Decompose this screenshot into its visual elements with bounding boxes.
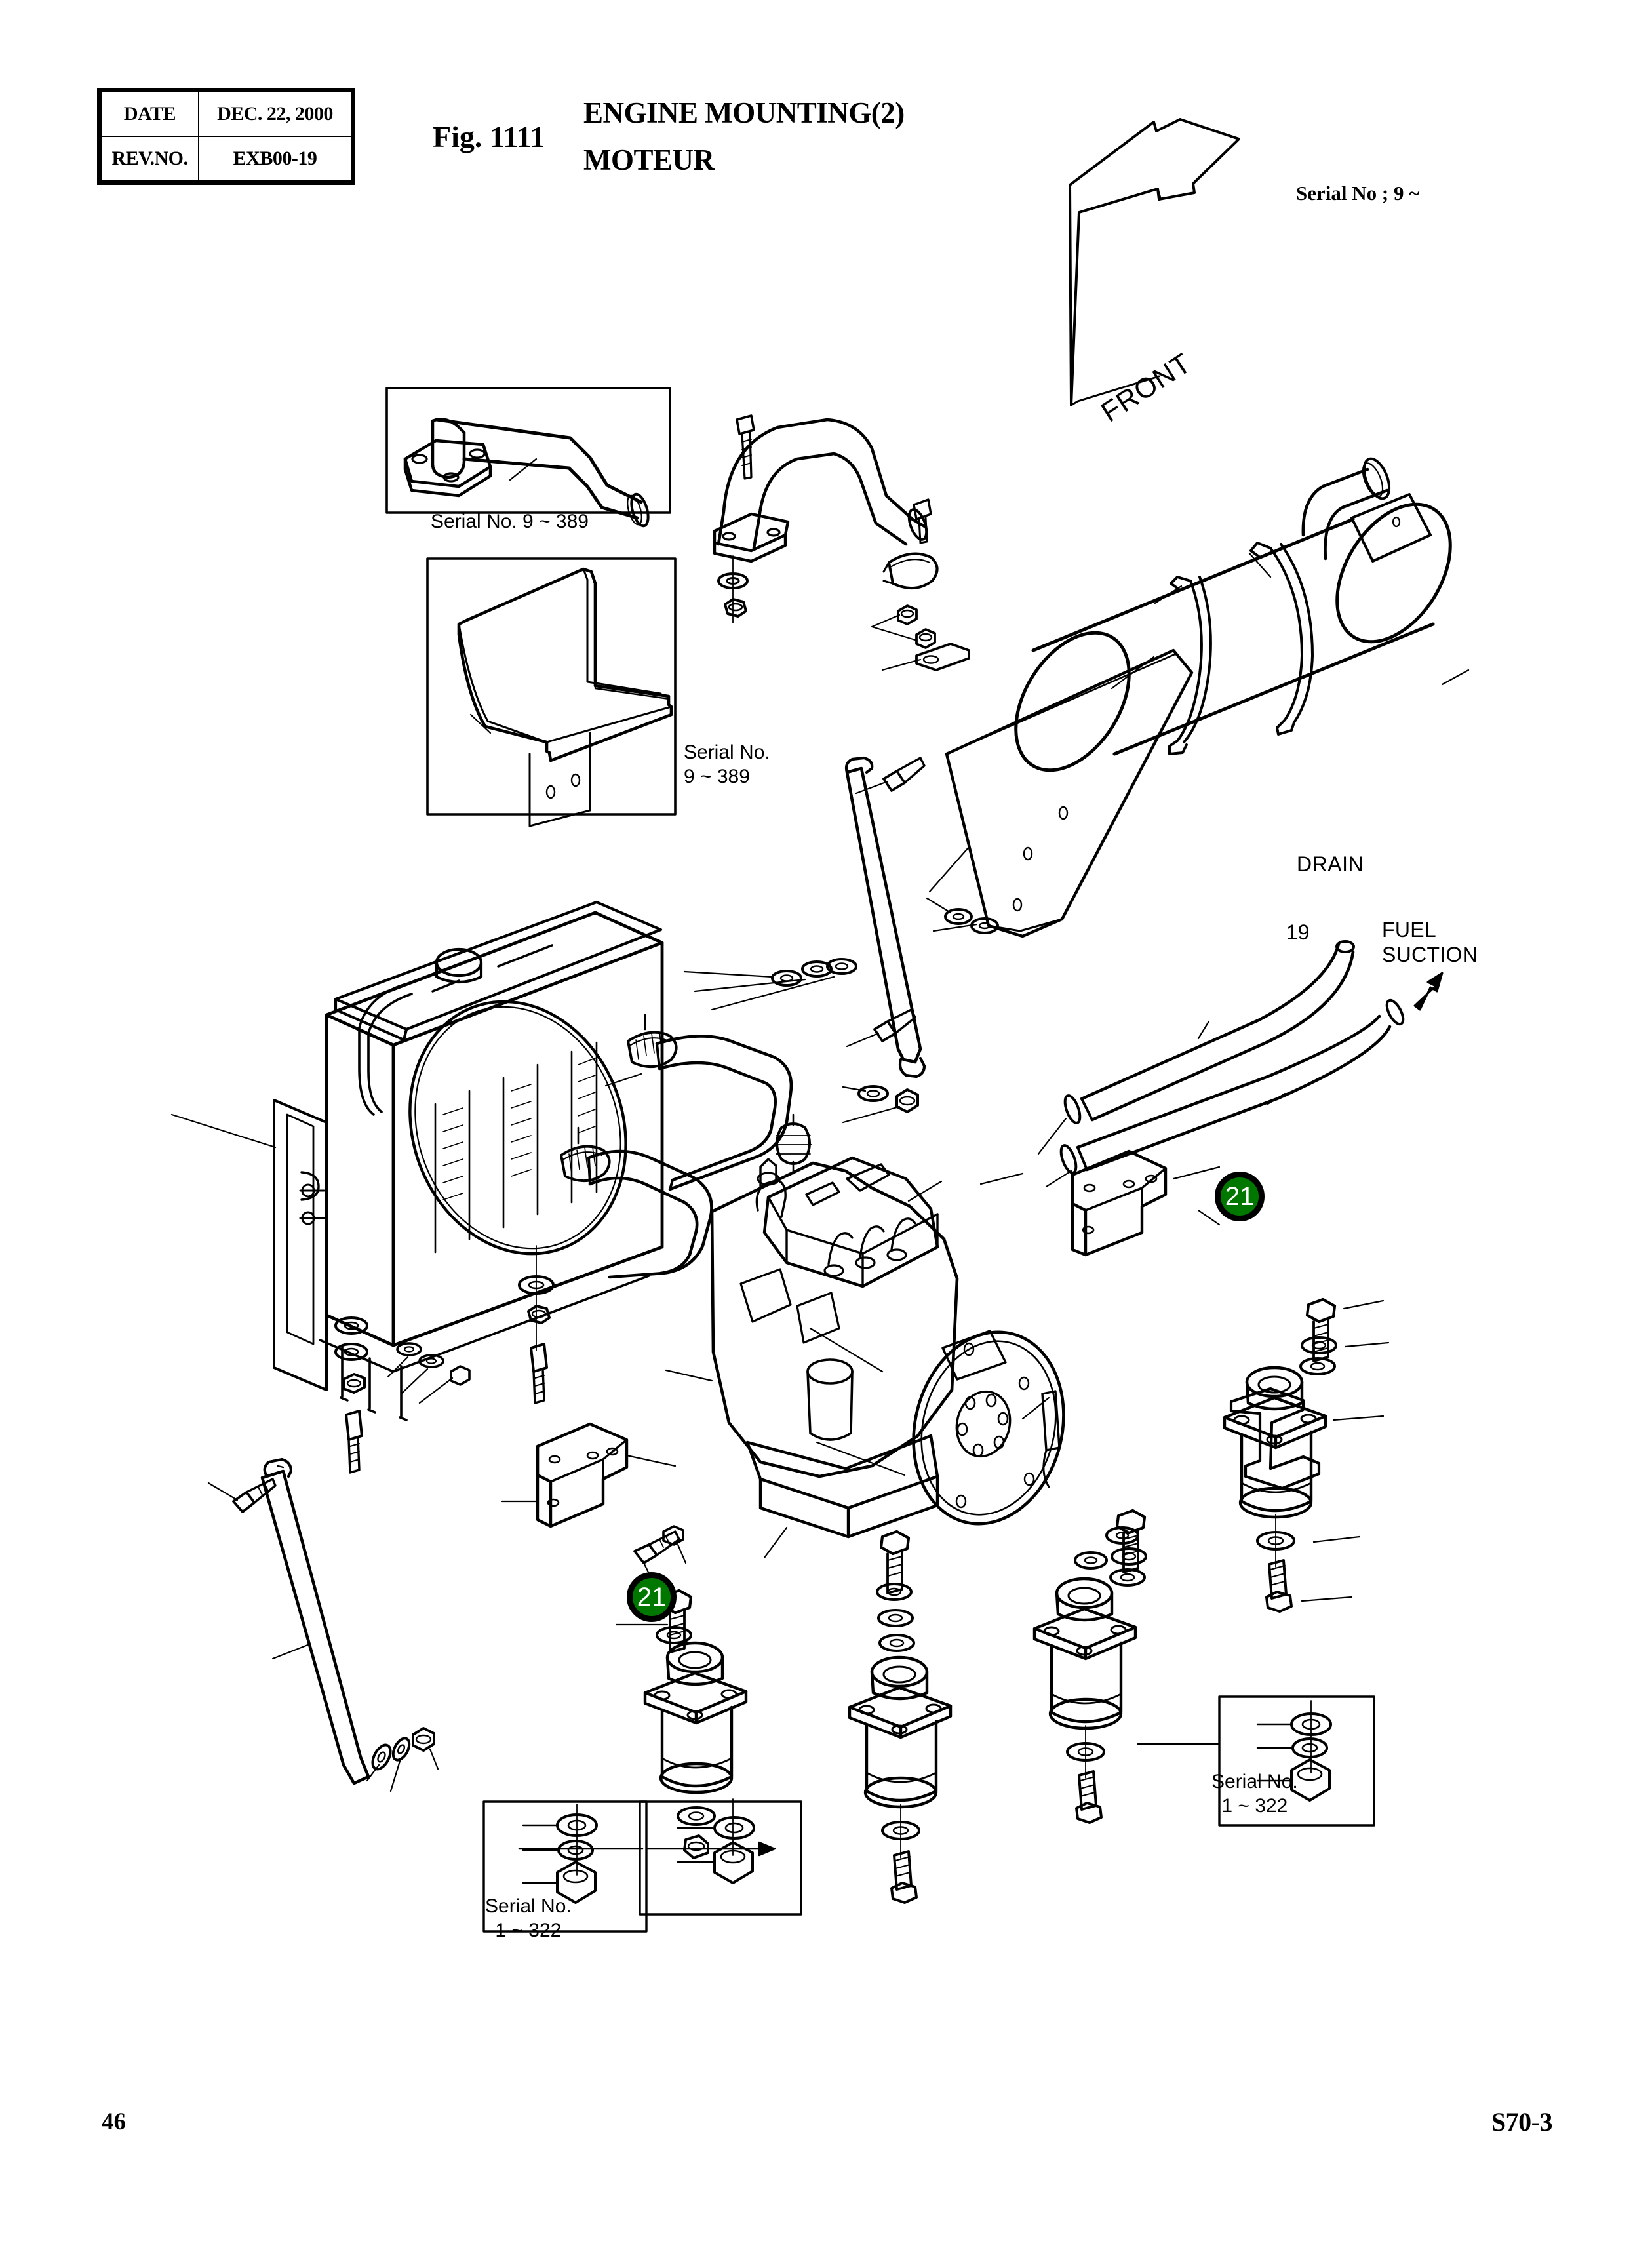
- muffler-assembly: [1014, 457, 1470, 772]
- left-support-rod: [207, 1457, 439, 1792]
- table-row: DATE DEC. 22, 2000: [100, 91, 353, 137]
- inset-caption-heat-shield: Serial No. 9 ~ 389: [684, 741, 770, 789]
- page-title-english: ENGINE MOUNTING(2): [583, 96, 905, 129]
- leader-lines: [604, 1073, 1221, 1559]
- revno-label: REV.NO.: [100, 136, 199, 182]
- fuel-hoses: [1037, 940, 1444, 1188]
- engine-mount-isolator-right-lower: [1032, 1509, 1147, 1824]
- engine-block: [710, 1156, 1065, 1539]
- caption-line-2: 1 ~ 322: [1221, 1794, 1288, 1817]
- figure-number: Fig. 1111: [433, 120, 545, 153]
- callout-balloon-21-upper[interactable]: 21: [1215, 1172, 1265, 1221]
- lower-heat-shield-panel: [926, 648, 1194, 938]
- caption-line-1: Serial No.: [1211, 1771, 1298, 1792]
- header-info-table: DATE DEC. 22, 2000 REV.NO. EXB00-19: [97, 88, 355, 185]
- table-row: REV.NO. EXB00-19: [100, 136, 353, 182]
- fuel-label-line-1: FUEL: [1382, 918, 1436, 941]
- exhaust-elbow-assembly: [713, 414, 970, 671]
- date-label: DATE: [100, 91, 199, 137]
- inset-caption-mount-hardware-right: Serial No. 1 ~ 322: [1211, 1770, 1298, 1818]
- inset-caption-mount-hardware-left: Serial No. 1 ~ 322: [485, 1895, 572, 1943]
- drain-item-number: 19: [1286, 920, 1310, 944]
- inset-box-exhaust-pipe: [385, 387, 671, 528]
- fuel-label-line-2: SUCTION: [1382, 942, 1478, 966]
- engine-mount-isolator-left-lower: [615, 1525, 748, 1859]
- engine-mount-isolator-right-upper: [1223, 1297, 1390, 1613]
- model-designation: S70-3: [1491, 2107, 1553, 2137]
- caption-line-1: Serial No.: [684, 741, 770, 763]
- page-number: 46: [102, 2108, 126, 2135]
- radiator-bottom-hardware: [334, 1245, 555, 1474]
- revno-value: EXB00-19: [197, 136, 353, 182]
- caption-line-2: 9 ~ 389: [684, 765, 750, 787]
- caption-line-1: Serial No.: [485, 1895, 572, 1917]
- date-value: DEC. 22, 2000: [197, 91, 353, 137]
- drain-label: DRAIN: [1297, 852, 1364, 876]
- front-direction-arrow: FRONT: [1069, 118, 1240, 429]
- inset-box-heat-shield: [426, 557, 677, 827]
- centre-support-rod: [683, 756, 926, 1175]
- fuel-suction-label: FUEL SUCTION: [1382, 918, 1478, 968]
- inset-caption-exhaust-pipe: Serial No. 9 ~ 389: [431, 511, 589, 532]
- engine-mount-isolator-centre-lower: [848, 1530, 953, 1904]
- serial-number-note: Serial No ; 9 ~: [1296, 182, 1420, 205]
- callout-balloon-21-lower[interactable]: 21: [627, 1572, 677, 1622]
- caption-line-2: 1 ~ 322: [495, 1919, 562, 1941]
- engine-mount-brackets: [501, 1149, 1221, 1528]
- mount-hardware-cluster: [1074, 1526, 1139, 1570]
- radiator-assembly: [170, 900, 664, 1421]
- page-title-french: MOTEUR: [583, 144, 715, 176]
- svg-text:FRONT: FRONT: [1095, 347, 1197, 429]
- radiator-hoses: [560, 1014, 793, 1279]
